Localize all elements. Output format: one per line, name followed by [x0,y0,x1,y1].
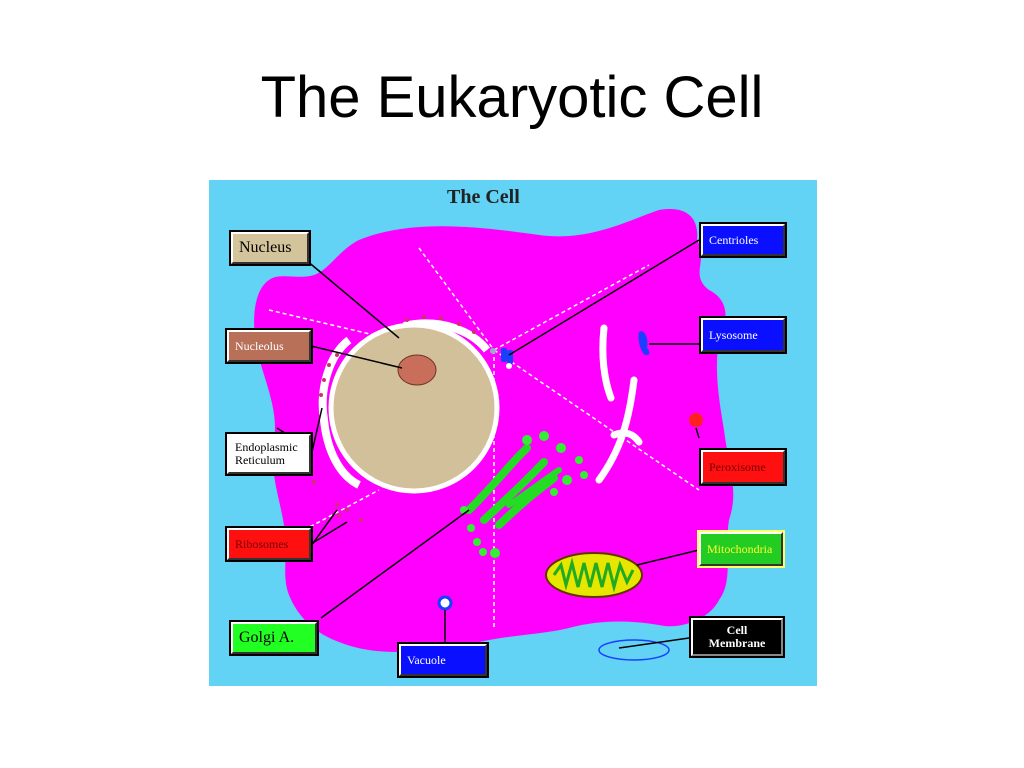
smooth-er [599,324,615,402]
label-ribosomes-text: Ribosomes [235,536,289,551]
label-lysosome: Lysosome [699,316,787,354]
label-nucleus-text: Nucleus [239,238,292,256]
label-nucleus: Nucleus [229,230,311,266]
label-er-line2: Reticulum [235,453,285,467]
slide-title: The Eukaryotic Cell [260,65,764,130]
centrioles [490,348,513,369]
leader-lines [276,239,700,649]
label-vacuole-text: Vacuole [407,652,446,667]
cell-diagram: The Cell Nucleus Nucleolus Endoplasmic R… [209,180,817,686]
label-peroxisome-text: Peroxisome [709,459,766,474]
golgi-vesicles [460,431,588,558]
label-membrane-line2: Membrane [708,636,766,650]
nucleus [328,322,500,494]
label-cell-membrane: Cell Membrane [689,616,785,658]
peroxisome [689,413,703,427]
label-endoplasmic-reticulum: Endoplasmic Reticulum [225,432,313,476]
divider-lines [268,247,700,630]
label-golgi-text: Golgi A. [239,628,295,646]
label-ribosomes: Ribosomes [225,526,313,562]
vacuole [437,595,453,611]
label-golgi: Golgi A. [229,620,319,656]
label-membrane-line1: Cell [726,623,748,638]
nucleolus [397,354,437,386]
label-mitochondria: Mitochondria [697,530,785,568]
label-er-line1: Endoplasmic [235,440,298,455]
label-centrioles: Centrioles [699,222,787,258]
diagram-title: The Cell [447,186,520,208]
cell-membrane-marker [598,639,670,661]
label-lysosome-text: Lysosome [709,327,758,342]
label-vacuole: Vacuole [397,642,489,678]
label-mitochondria-text: Mitochondria [707,541,773,556]
label-nucleolus: Nucleolus [225,328,313,364]
lysosome [638,331,650,356]
endoplasmic-reticulum [318,336,362,489]
label-centrioles-text: Centrioles [709,232,759,247]
er-ribosome-dots [319,315,476,397]
ribosome-dots [312,480,363,522]
mitochondrion-cristae [552,557,635,593]
smooth-er-3 [610,429,643,446]
golgi-apparatus [465,444,562,529]
label-nucleolus-text: Nucleolus [235,338,284,353]
cell-illustration: The Cell [209,180,817,686]
label-peroxisome: Peroxisome [699,448,787,486]
